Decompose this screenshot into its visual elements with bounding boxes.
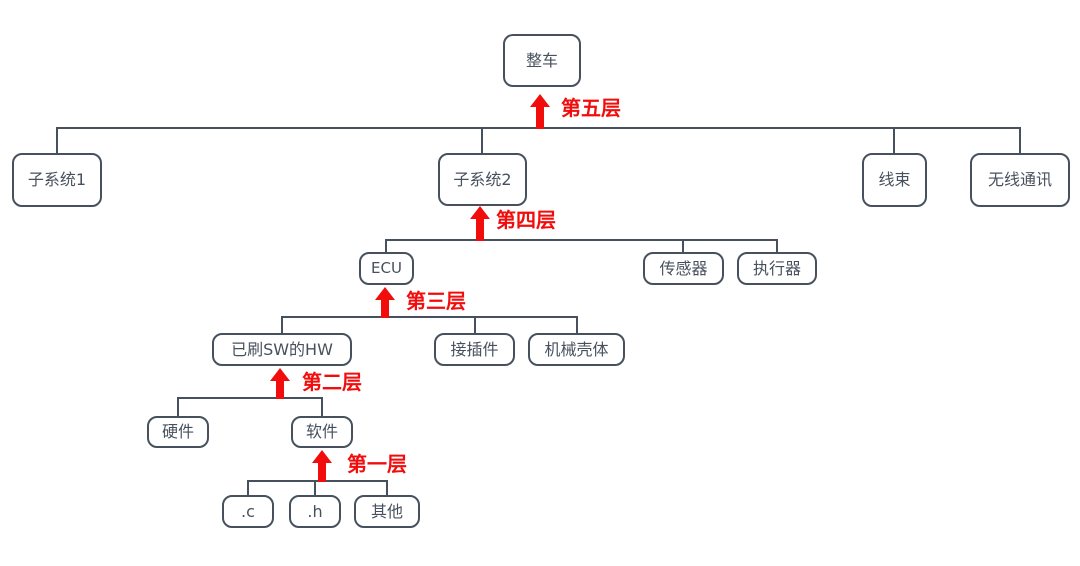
connector-level4 (385, 239, 778, 253)
node-ecu: ECU (359, 252, 414, 285)
node-subsystem-2: 子系统2 (438, 153, 527, 206)
up-arrow-icon-level3 (375, 287, 395, 318)
layer-label-1: 第一层 (347, 452, 407, 476)
node-wireless-comm: 无线通讯 (970, 153, 1070, 207)
node-subsystem-1: 子系统1 (12, 153, 102, 207)
node-connector: 接插件 (434, 333, 515, 366)
up-arrow-icon-level1 (312, 450, 332, 482)
connector-level3 (281, 316, 578, 333)
layer-label-3: 第三层 (406, 289, 466, 313)
layer-label-2: 第二层 (302, 370, 362, 394)
node-c-file: .c (222, 495, 274, 528)
up-arrow-icon-level4 (470, 206, 490, 241)
node-actuator: 执行器 (737, 252, 817, 285)
node-wire-harness: 线束 (862, 153, 927, 207)
layer-label-4: 第四层 (496, 208, 556, 232)
node-sensor: 传感器 (643, 252, 724, 285)
node-h-file: .h (289, 495, 341, 528)
connector-level5 (56, 127, 1021, 153)
connector-level1 (247, 480, 388, 495)
node-other: 其他 (354, 495, 420, 528)
node-hw-with-flashed-sw: 已刷SW的HW (212, 333, 352, 366)
up-arrow-icon-level5 (530, 94, 550, 129)
node-hardware: 硬件 (147, 416, 209, 448)
node-mechanical-housing: 机械壳体 (528, 333, 625, 366)
node-vehicle: 整车 (503, 34, 581, 87)
node-software: 软件 (291, 416, 353, 448)
connector-level2 (177, 397, 323, 416)
layer-label-5: 第五层 (561, 96, 621, 120)
up-arrow-icon-level2 (270, 368, 290, 399)
